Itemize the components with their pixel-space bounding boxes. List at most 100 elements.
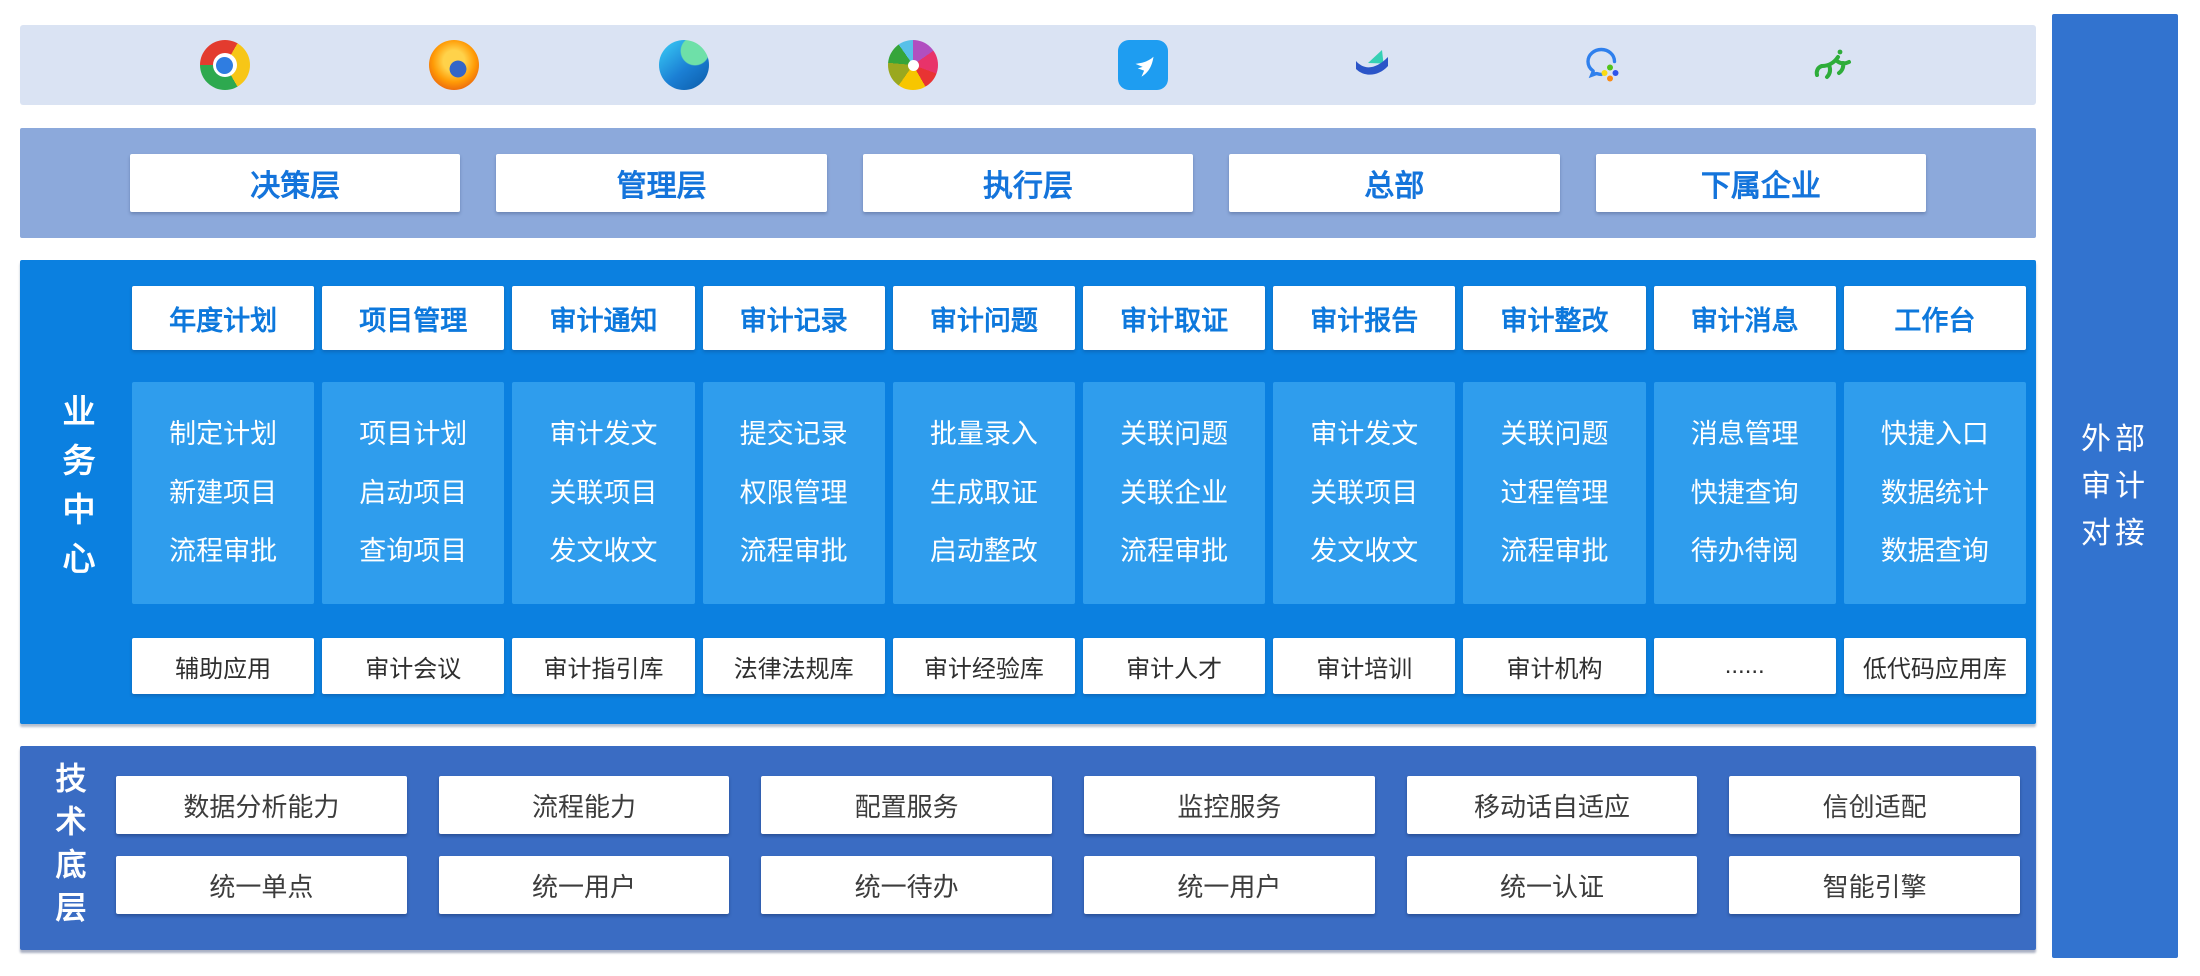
panel-annual-plan: 制定计划 新建项目 流程审批 bbox=[132, 382, 315, 604]
btn-ellipsis-more: ...... bbox=[1653, 638, 1836, 694]
panel-audit-notice: 审计发文 关联项目 发文收文 bbox=[512, 382, 695, 604]
tab-annual-plan: 年度计划 bbox=[132, 286, 315, 350]
function-item: 发文收文 bbox=[549, 535, 658, 566]
function-item: 发文收文 bbox=[1310, 535, 1419, 566]
tab-audit-rectification: 审计整改 bbox=[1463, 286, 1646, 350]
function-item: 启动整改 bbox=[929, 535, 1038, 566]
layer-management: 管理层 bbox=[496, 154, 827, 212]
function-item: 审计发文 bbox=[549, 419, 658, 450]
function-item: 快捷入口 bbox=[1880, 419, 1989, 450]
function-item: 新建项目 bbox=[169, 477, 278, 508]
btn-audit-organization: 审计机构 bbox=[1463, 638, 1646, 694]
business-center-panel: 业务中心 年度计划 项目管理 审计通知 审计记录 审计问题 审计取证 审计报告 … bbox=[20, 260, 2036, 724]
btn-unified-todo: 统一待办 bbox=[761, 856, 1052, 914]
btn-data-analysis-capability: 数据分析能力 bbox=[116, 776, 407, 834]
function-item: 关联问题 bbox=[1120, 419, 1229, 450]
btn-unified-sso: 统一单点 bbox=[116, 856, 407, 914]
panel-audit-evidence: 关联问题 关联企业 流程审批 bbox=[1082, 382, 1266, 604]
function-item: 数据查询 bbox=[1880, 535, 1989, 566]
client-icons-bar bbox=[20, 25, 2036, 105]
dingtalk-icon bbox=[1117, 40, 1168, 90]
chrome-icon bbox=[199, 40, 250, 90]
panel-audit-message: 消息管理 快捷查询 待办待阅 bbox=[1653, 382, 1836, 604]
function-item: 关联项目 bbox=[1310, 477, 1419, 508]
btn-mobile-adaptive: 移动话自适应 bbox=[1406, 776, 1698, 834]
function-item: 制定计划 bbox=[169, 419, 278, 450]
function-item: 流程审批 bbox=[169, 535, 278, 566]
panel-audit-issue: 批量录入 生成取证 启动整改 bbox=[892, 382, 1075, 604]
panel-workbench: 快捷入口 数据统计 数据查询 bbox=[1843, 382, 2026, 604]
function-item: 查询项目 bbox=[359, 535, 468, 566]
tech-unified-row: 统一单点 统一用户 统一待办 统一用户 统一认证 智能引擎 bbox=[116, 856, 2020, 914]
btn-audit-talent: 审计人才 bbox=[1082, 638, 1266, 694]
function-item: 批量录入 bbox=[929, 419, 1038, 450]
btn-audit-training: 审计培训 bbox=[1273, 638, 1456, 694]
function-item: 审计发文 bbox=[1310, 419, 1419, 450]
utility-row: 辅助应用 审计会议 审计指引库 法律法规库 审计经验库 审计人才 审计培训 审计… bbox=[132, 638, 2026, 694]
btn-law-regulation-library: 法律法规库 bbox=[702, 638, 885, 694]
org-layers-bar: 决策层 管理层 执行层 总部 下属企业 bbox=[20, 128, 2036, 238]
panel-audit-rectification: 关联问题 过程管理 流程审批 bbox=[1463, 382, 1646, 604]
edge-icon bbox=[658, 40, 709, 90]
btn-auxiliary-apps: 辅助应用 bbox=[132, 638, 315, 694]
function-item: 项目计划 bbox=[359, 419, 468, 450]
function-item: 数据统计 bbox=[1880, 477, 1989, 508]
btn-unified-user: 统一用户 bbox=[438, 856, 730, 914]
function-item: 过程管理 bbox=[1500, 477, 1609, 508]
tab-audit-message: 审计消息 bbox=[1653, 286, 1836, 350]
btn-intelligent-engine: 智能引擎 bbox=[1729, 856, 2020, 914]
external-audit-line: 审计 bbox=[2081, 469, 2149, 503]
external-audit-bar: 外部 审计 对接 bbox=[2052, 14, 2178, 958]
layer-execution: 执行层 bbox=[862, 154, 1194, 212]
tech-capabilities-row: 数据分析能力 流程能力 配置服务 监控服务 移动话自适应 信创适配 bbox=[116, 776, 2020, 834]
function-item: 消息管理 bbox=[1690, 419, 1799, 450]
teal-blue-bird-icon bbox=[1347, 40, 1397, 90]
btn-unified-user-2: 统一用户 bbox=[1083, 856, 1375, 914]
btn-monitor-service: 监控服务 bbox=[1083, 776, 1375, 834]
panel-audit-record: 提交记录 权限管理 流程审批 bbox=[702, 382, 885, 604]
btn-lowcode-app-library: 低代码应用库 bbox=[1843, 638, 2026, 694]
function-item: 关联问题 bbox=[1500, 419, 1609, 450]
function-item: 关联项目 bbox=[549, 477, 658, 508]
module-tabs-row: 年度计划 项目管理 审计通知 审计记录 审计问题 审计取证 审计报告 审计整改 … bbox=[132, 286, 2026, 350]
btn-xinchuang-adaptation: 信创适配 bbox=[1729, 776, 2020, 834]
tech-foundation-label: 技术底层 bbox=[50, 762, 86, 934]
function-item: 待办待阅 bbox=[1690, 535, 1799, 566]
tab-audit-notice: 审计通知 bbox=[512, 286, 695, 350]
tab-audit-record: 审计记录 bbox=[702, 286, 885, 350]
btn-unified-auth: 统一认证 bbox=[1406, 856, 1698, 914]
function-item: 快捷查询 bbox=[1690, 477, 1799, 508]
tab-workbench: 工作台 bbox=[1843, 286, 2026, 350]
360-browser-icon bbox=[888, 40, 939, 90]
btn-audit-experience-library: 审计经验库 bbox=[892, 638, 1075, 694]
layer-subsidiaries: 下属企业 bbox=[1595, 154, 1927, 212]
tab-audit-issue: 审计问题 bbox=[892, 286, 1075, 350]
tab-audit-evidence: 审计取证 bbox=[1082, 286, 1266, 350]
function-item: 流程审批 bbox=[1500, 535, 1609, 566]
tab-audit-report: 审计报告 bbox=[1273, 286, 1456, 350]
panel-audit-report: 审计发文 关联项目 发文收文 bbox=[1273, 382, 1456, 604]
tech-foundation-panel: 技术底层 数据分析能力 流程能力 配置服务 监控服务 移动话自适应 信创适配 统… bbox=[20, 746, 2036, 950]
module-functions-row: 制定计划 新建项目 流程审批 项目计划 启动项目 查询项目 审计发文 关联项目 … bbox=[132, 382, 2026, 604]
green-figure-icon bbox=[1806, 40, 1856, 90]
external-audit-line: 外部 bbox=[2081, 422, 2149, 456]
function-item: 启动项目 bbox=[359, 477, 468, 508]
layer-decision: 决策层 bbox=[130, 154, 461, 212]
external-audit-line: 对接 bbox=[2081, 516, 2149, 550]
business-center-label: 业务中心 bbox=[58, 394, 95, 590]
function-item: 提交记录 bbox=[739, 419, 848, 450]
layer-headquarters: 总部 bbox=[1229, 154, 1560, 212]
firefox-icon bbox=[429, 40, 480, 90]
function-item: 流程审批 bbox=[1120, 535, 1229, 566]
function-item: 权限管理 bbox=[739, 477, 848, 508]
function-item: 流程审批 bbox=[739, 535, 848, 566]
btn-audit-meeting: 审计会议 bbox=[322, 638, 505, 694]
btn-config-service: 配置服务 bbox=[761, 776, 1052, 834]
function-item: 关联企业 bbox=[1120, 477, 1229, 508]
btn-process-capability: 流程能力 bbox=[438, 776, 730, 834]
panel-project-management: 项目计划 启动项目 查询项目 bbox=[322, 382, 505, 604]
btn-audit-guide-library: 审计指引库 bbox=[512, 638, 695, 694]
function-item: 生成取证 bbox=[929, 477, 1038, 508]
wechat-work-icon bbox=[1577, 40, 1627, 90]
